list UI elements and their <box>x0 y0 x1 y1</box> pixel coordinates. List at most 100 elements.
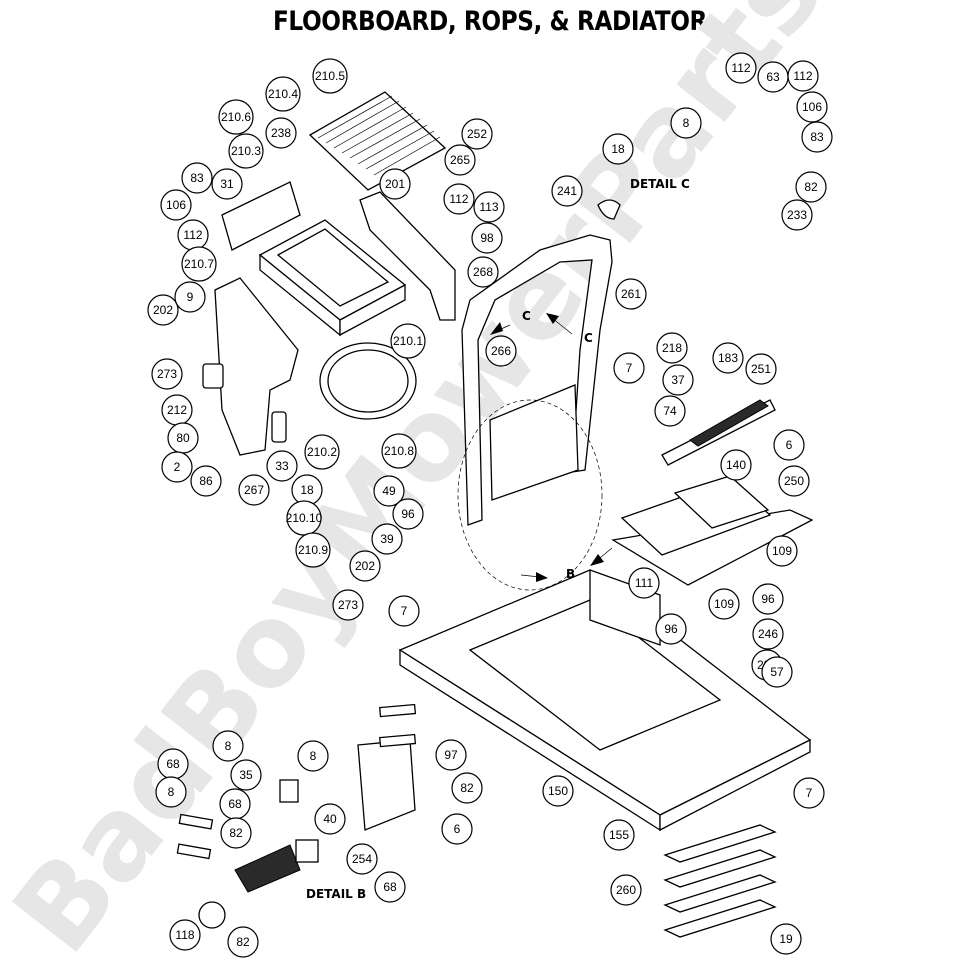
callout-circle <box>441 813 473 845</box>
floor-mat-plate <box>661 399 776 466</box>
callout-241: 241 <box>551 175 583 207</box>
callout-number: 233 <box>787 208 807 222</box>
callout-circle <box>147 294 179 326</box>
callout-number: 7 <box>401 604 408 618</box>
callout-number: 210.7 <box>184 257 214 271</box>
callout-circle <box>787 60 819 92</box>
callout-number: 98 <box>480 231 494 245</box>
bolts-detail-b <box>176 703 417 860</box>
callout-number: 96 <box>761 592 775 606</box>
callout-82: 82 <box>220 817 252 849</box>
callout-circle <box>228 133 264 169</box>
callout-number: 273 <box>338 598 358 612</box>
detail-c-label: DETAIL C <box>630 177 690 191</box>
callout-140: 140 <box>720 449 752 481</box>
chassis-frame <box>398 569 812 832</box>
callout-circle <box>443 183 475 215</box>
callout-number: 74 <box>663 404 677 418</box>
callout-circle <box>654 395 686 427</box>
callout-circle <box>467 256 499 288</box>
callout-number: 210.8 <box>384 444 414 458</box>
callout-number: 68 <box>383 880 397 894</box>
callout-circle <box>752 618 784 650</box>
callout-112: 112 <box>787 60 819 92</box>
callout-number: 210.3 <box>231 144 261 158</box>
callout-circle <box>212 730 244 762</box>
callout-number: 18 <box>300 483 314 497</box>
callout-number: 6 <box>786 438 793 452</box>
callout-circle <box>190 465 222 497</box>
callout-circle <box>801 121 833 153</box>
callout-number: 202 <box>153 303 173 317</box>
callout-circle <box>155 776 187 808</box>
callout-number: 49 <box>382 484 396 498</box>
callout-210-3: 210.3 <box>228 133 264 169</box>
callout-number: 8 <box>225 739 232 753</box>
callout-circle <box>390 323 426 359</box>
callout-6: 6 <box>441 813 473 845</box>
callout-circle <box>766 535 798 567</box>
callout-circle <box>461 118 493 150</box>
callout-circle <box>628 567 660 599</box>
callout-18: 18 <box>602 133 634 165</box>
callout-212: 212 <box>161 394 193 426</box>
callout-number: 268 <box>473 265 493 279</box>
callout-80: 80 <box>167 422 199 454</box>
callout-210-7: 210.7 <box>181 246 217 282</box>
callout-circle <box>211 168 243 200</box>
callout-number: 96 <box>664 622 678 636</box>
callout-number: 210.10 <box>286 511 323 525</box>
callout-number: 201 <box>385 177 405 191</box>
callout-273: 273 <box>151 358 183 390</box>
callout-number: 254 <box>352 852 372 866</box>
callout-97: 97 <box>435 739 467 771</box>
callout-183: 183 <box>712 342 744 374</box>
callout-39: 39 <box>371 523 403 555</box>
callout-210-2: 210.2 <box>304 434 340 470</box>
callout-number: 82 <box>460 781 474 795</box>
callout-circle <box>218 99 254 135</box>
callout-number: 82 <box>236 935 250 949</box>
callout-202: 202 <box>349 550 381 582</box>
page-title: FLOORBOARD, ROPS, & RADIATOR <box>272 6 707 37</box>
callout-number: 40 <box>323 812 337 826</box>
callout-circle <box>374 871 406 903</box>
callout-268: 268 <box>467 256 499 288</box>
callout-number: 210.6 <box>221 110 251 124</box>
callout-number: 250 <box>784 474 804 488</box>
callout-260: 260 <box>610 874 642 906</box>
callout-82: 82 <box>795 171 827 203</box>
callout-circle <box>720 449 752 481</box>
callout-number: 83 <box>810 130 824 144</box>
callout-circle <box>174 281 206 313</box>
callout-circle <box>471 222 503 254</box>
callout-106: 106 <box>796 91 828 123</box>
callout-number: 96 <box>401 507 415 521</box>
callout-37: 37 <box>662 364 694 396</box>
callout-7: 7 <box>793 777 825 809</box>
callout-circle <box>770 923 802 955</box>
callout-circle <box>745 353 777 385</box>
callout-254: 254 <box>346 843 378 875</box>
callout-96: 96 <box>655 613 687 645</box>
callout-number: 19 <box>779 932 793 946</box>
callout-86: 86 <box>190 465 222 497</box>
callout-circle <box>392 498 424 530</box>
callout-number: 210.2 <box>307 445 337 459</box>
callout-number: 155 <box>609 828 629 842</box>
callout-112: 112 <box>177 219 209 251</box>
callout-number: 241 <box>557 184 577 198</box>
callout-circle <box>220 817 252 849</box>
callout-109: 109 <box>766 535 798 567</box>
callout-number: 6 <box>454 822 461 836</box>
callout-circle <box>656 332 688 364</box>
callout-number: 210.4 <box>268 87 298 101</box>
arrow-b-label: B <box>566 567 575 581</box>
callout-circle <box>238 474 270 506</box>
callout-number: 37 <box>671 373 685 387</box>
callout-circle <box>349 550 381 582</box>
callout-number: 7 <box>806 786 813 800</box>
callout-210-8: 210.8 <box>381 433 417 469</box>
step-plates <box>663 824 777 938</box>
